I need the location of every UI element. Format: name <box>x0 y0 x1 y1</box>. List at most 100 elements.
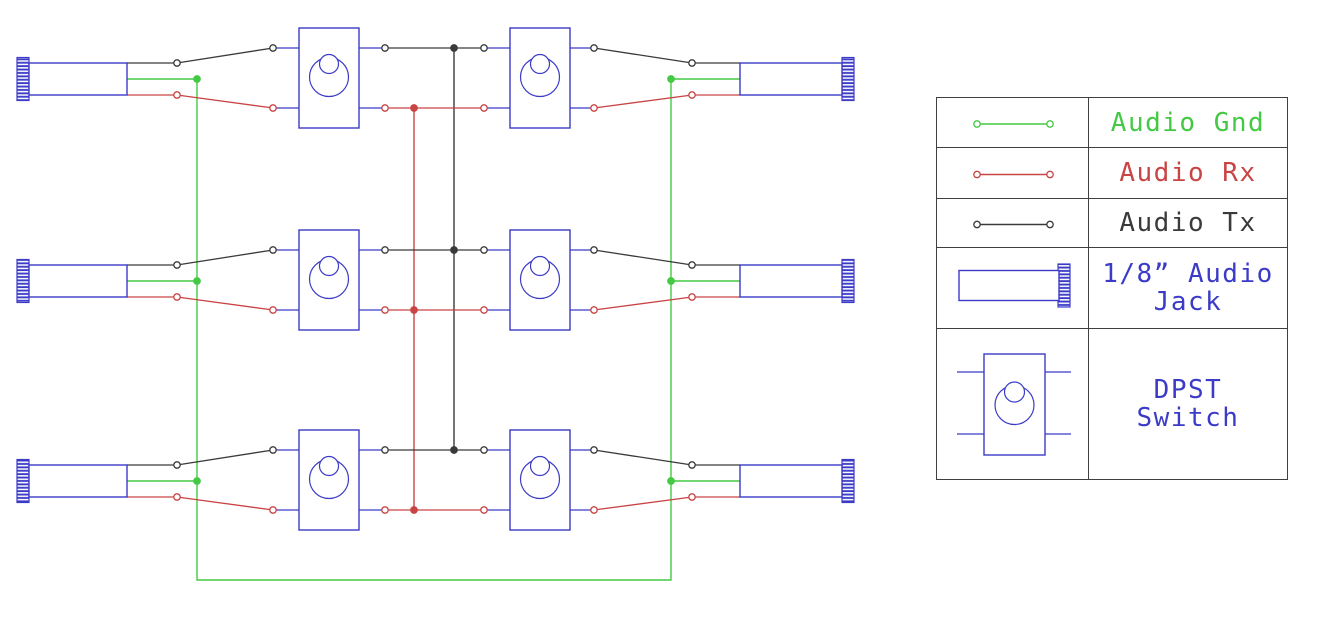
audio-jack-right-channel-2 <box>739 258 855 304</box>
legend-symbol-dpst-switch <box>937 329 1089 479</box>
terminal-dot <box>381 44 389 52</box>
jack-body <box>739 464 843 498</box>
jack-hatch <box>16 258 30 304</box>
junction-dot <box>193 277 201 285</box>
terminal-dot <box>381 506 389 514</box>
audio-jack-right-channel-1 <box>739 56 855 102</box>
terminal-dot <box>269 246 277 254</box>
terminal-dot <box>269 506 277 514</box>
terminal-dot <box>590 446 598 454</box>
switch-body <box>298 229 360 331</box>
terminal-dot <box>688 461 696 469</box>
switch-actuator-small <box>318 255 340 277</box>
audio-jack-left-channel-2 <box>16 258 128 304</box>
terminal-dot <box>688 493 696 501</box>
terminal-dot <box>480 104 488 112</box>
switch-leads-channel-2 <box>273 249 594 311</box>
jack-hatch <box>1056 262 1071 308</box>
jack-body <box>957 269 1060 301</box>
terminal-dot <box>269 44 277 52</box>
switch-body <box>509 229 571 331</box>
terminal-dot <box>688 59 696 67</box>
dpst-switch-b-channel-1 <box>509 27 571 129</box>
switch-actuator-small <box>318 53 340 75</box>
junction-dot <box>450 44 458 52</box>
switch-actuator-small <box>529 53 551 75</box>
connection-dots-channel-1 <box>173 44 696 112</box>
jack-hatch <box>841 458 855 504</box>
terminal-dot <box>688 261 696 269</box>
jack-body <box>28 464 128 498</box>
terminal-dot <box>381 104 389 112</box>
switch-leads-channel-3 <box>273 449 594 511</box>
terminal-dot <box>381 306 389 314</box>
terminal-dot <box>381 246 389 254</box>
legend-symbol-audio-jack <box>937 248 1089 329</box>
legend-label-text: Audio Gnd <box>1110 107 1266 138</box>
terminal-dot <box>173 293 181 301</box>
jack-body <box>28 264 128 298</box>
terminal-dot <box>173 493 181 501</box>
dpst-switch-a-channel-2 <box>298 229 360 331</box>
connection-dots-channel-2 <box>173 246 696 314</box>
wires-channel-1 <box>127 47 740 109</box>
terminal-dot <box>590 306 598 314</box>
junction-dot <box>410 104 418 112</box>
terminal-dot <box>590 104 598 112</box>
row-channel-2 <box>16 229 855 331</box>
wires-channel-3 <box>127 449 740 511</box>
jack-hatch <box>841 258 855 304</box>
legend-symbol-audio-tx <box>937 199 1089 248</box>
legend-label-audio-rx: Audio Rx <box>1089 148 1287 199</box>
junction-dot <box>450 246 458 254</box>
junction-dot <box>410 306 418 314</box>
audio-jack-right-channel-3 <box>739 458 855 504</box>
junction-dot <box>193 75 201 83</box>
terminal-dot <box>972 170 981 178</box>
junction-dot <box>193 477 201 485</box>
legend-symbol-audio-rx <box>937 148 1089 199</box>
jack-body <box>28 62 128 96</box>
switch-actuator-small <box>1003 381 1025 403</box>
legend-label-text: Audio Tx <box>1119 208 1257 238</box>
jack-body <box>739 62 843 96</box>
terminal-dot <box>688 91 696 99</box>
terminal-dot <box>173 261 181 269</box>
switch-body <box>982 353 1046 456</box>
wires-channel-2 <box>127 249 740 311</box>
junction-dot <box>667 477 675 485</box>
legend-label-audio-gnd: Audio Gnd <box>1089 98 1287 148</box>
terminal-dot <box>269 446 277 454</box>
switch-actuator-small <box>318 455 340 477</box>
jack-hatch <box>16 458 30 504</box>
junction-dot <box>667 277 675 285</box>
terminal-dot <box>173 461 181 469</box>
connection-dots-channel-3 <box>173 446 696 514</box>
terminal-dot <box>480 246 488 254</box>
terminal-dot <box>269 306 277 314</box>
audio-gnd-bus <box>196 79 672 581</box>
switch-actuator-small <box>529 255 551 277</box>
terminal-dot <box>173 59 181 67</box>
switch-body <box>298 429 360 531</box>
terminal-dot <box>381 446 389 454</box>
row-channel-3 <box>16 429 855 531</box>
jack-hatch <box>841 56 855 102</box>
terminal-dot <box>590 506 598 514</box>
jack-body <box>739 264 843 298</box>
terminal-dot <box>1045 170 1054 178</box>
dpst-switch-b-channel-3 <box>509 429 571 531</box>
junction-dot <box>410 506 418 514</box>
switch-actuator-small <box>529 455 551 477</box>
legend-symbol-audio-gnd <box>937 98 1089 148</box>
terminal-dot <box>480 506 488 514</box>
terminal-dot <box>480 44 488 52</box>
legend-label-audio-tx: Audio Tx <box>1089 199 1287 248</box>
dpst-switch-a-channel-1 <box>298 27 360 129</box>
dpst-switch-b-channel-2 <box>509 229 571 331</box>
